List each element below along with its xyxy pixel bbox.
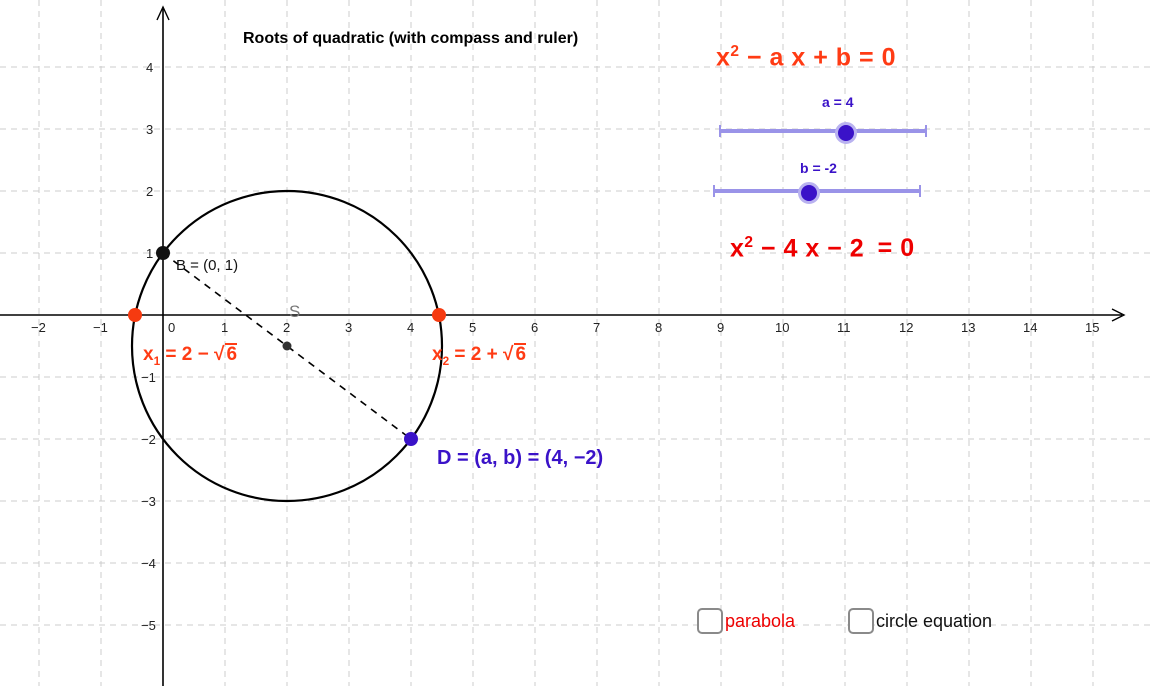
y-tick-4: 4 xyxy=(146,60,154,75)
x-tick-15: 15 xyxy=(1085,320,1100,335)
general-eq-b-term: + b xyxy=(813,43,852,72)
x-tick-11: 11 xyxy=(837,320,851,335)
checkbox-row-circle-equation[interactable]: circle equation xyxy=(848,608,992,634)
point-s-label: S xyxy=(289,302,301,321)
root-x2-radicand: 6 xyxy=(514,343,527,365)
general-eq-exponent: 2 xyxy=(730,43,740,60)
root-x1-rest: = 2 − xyxy=(165,344,209,365)
x-tick-6: 6 xyxy=(531,320,539,335)
solved-eq-exponent: 2 xyxy=(744,234,754,251)
x-tick-3: 3 xyxy=(345,320,353,335)
y-tick-2: 2 xyxy=(146,184,154,199)
x-tick-2: 2 xyxy=(283,320,291,335)
point-d xyxy=(404,432,418,446)
general-eq-x: x xyxy=(716,43,731,72)
checkbox-parabola[interactable] xyxy=(697,608,723,634)
point-d-label: D = (a, b) = (4, −2) xyxy=(437,447,604,469)
root-x2-rest: = 2 + xyxy=(454,344,498,365)
solved-eq-ax-term: − 4 x xyxy=(760,234,820,263)
general-eq-rhs: = 0 xyxy=(859,43,896,72)
y-tick--1: −1 xyxy=(141,370,156,385)
y-tick--5: −5 xyxy=(141,618,156,633)
slider-b-right-cap xyxy=(919,185,921,197)
radical-icon: √ xyxy=(214,344,225,365)
page-title: Roots of quadratic (with compass and rul… xyxy=(243,30,579,47)
y-axis-arrow xyxy=(156,5,170,21)
root-x2-var: x xyxy=(432,344,443,365)
point-b xyxy=(156,246,170,260)
x-tick-10: 10 xyxy=(775,320,790,335)
solved-eq-rhs: = 0 xyxy=(877,234,915,263)
x-tick-13: 13 xyxy=(961,320,976,335)
radical-icon: √ xyxy=(503,344,514,365)
x-tick-0: 0 xyxy=(168,320,176,335)
solved-eq-x: x xyxy=(730,234,745,263)
slider-a-track[interactable] xyxy=(719,129,927,133)
checkbox-row-parabola[interactable]: parabola xyxy=(697,608,795,634)
root-x1-var: x xyxy=(143,344,154,365)
x-tick-7: 7 xyxy=(593,320,601,335)
root-x1-radicand: 6 xyxy=(225,343,238,365)
y-tick--2: −2 xyxy=(141,432,156,447)
root-label-x2: x2 = 2 + √6 xyxy=(432,343,527,368)
x-tick-8: 8 xyxy=(655,320,663,335)
checkbox-circle-equation-label: circle equation xyxy=(876,610,993,631)
point-b-label: B = (0, 1) xyxy=(176,257,239,274)
root-point-x2 xyxy=(432,308,446,322)
solved-equation: x2 − 4 x − 2 = 0 xyxy=(730,235,915,261)
checkbox-circle-equation[interactable] xyxy=(848,608,874,634)
slider-b[interactable] xyxy=(713,180,921,204)
general-equation: x2 − a x + b = 0 xyxy=(716,44,896,70)
x-tick-9: 9 xyxy=(717,320,725,335)
x-tick-5: 5 xyxy=(469,320,477,335)
root-point-x1 xyxy=(128,308,142,322)
y-tick-3: 3 xyxy=(146,122,154,137)
solved-eq-b-term: − 2 xyxy=(827,234,865,263)
slider-a[interactable] xyxy=(719,120,927,144)
x-tick--1: −1 xyxy=(93,320,108,335)
x-tick-4: 4 xyxy=(407,320,415,335)
x-axis-arrow xyxy=(1111,308,1126,322)
point-s xyxy=(282,341,292,351)
root-x2-sub: 2 xyxy=(442,354,450,368)
slider-a-right-cap xyxy=(925,125,927,137)
x-tick-12: 12 xyxy=(899,320,914,335)
y-tick--4: −4 xyxy=(141,556,156,571)
x-tick--2: −2 xyxy=(31,320,46,335)
slider-b-knob[interactable] xyxy=(798,182,820,204)
x-tick-14: 14 xyxy=(1023,320,1038,335)
slider-a-value-label: a = 4 xyxy=(822,94,854,110)
general-eq-ax-term: − a x xyxy=(746,43,806,72)
root-x1-sub: 1 xyxy=(153,354,161,368)
slider-a-knob[interactable] xyxy=(835,122,857,144)
y-tick--3: −3 xyxy=(141,494,156,509)
y-tick-1: 1 xyxy=(146,246,154,261)
x-tick-1: 1 xyxy=(221,320,229,335)
checkbox-parabola-label: parabola xyxy=(725,610,796,631)
root-label-x1: x1 = 2 − √6 xyxy=(143,343,238,368)
slider-b-value-label: b = -2 xyxy=(800,160,837,176)
